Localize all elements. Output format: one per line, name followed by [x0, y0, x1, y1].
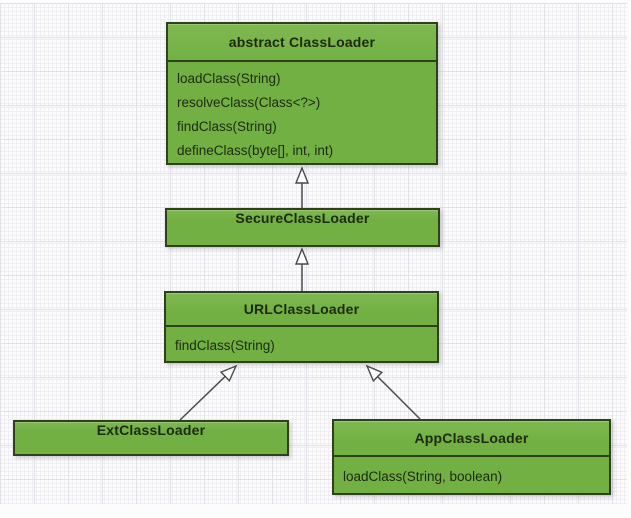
- class-methods-compartment: loadClass(String, boolean): [334, 455, 609, 493]
- class-name: ExtClassLoader: [96, 422, 206, 438]
- class-methods-compartment: loadClass(String) resolveClass(Class<?>)…: [168, 60, 436, 165]
- class-box-url-classloader: URLClassLoader findClass(String): [164, 291, 439, 363]
- class-name: URLClassLoader: [243, 301, 360, 317]
- method-label: defineClass(byte[], int, int): [177, 143, 334, 158]
- class-box-ext-classloader: ExtClassLoader: [13, 420, 289, 456]
- method-label: resolveClass(Class<?>): [177, 95, 321, 110]
- class-name: SecureClassLoader: [235, 210, 370, 226]
- method-label: loadClass(String): [177, 71, 281, 86]
- class-box-secure-classloader: SecureClassLoader: [165, 208, 440, 247]
- generalization-arrow-ext-to-url: [179, 366, 236, 421]
- method-label: loadClass(String, boolean): [343, 468, 503, 484]
- class-name: AppClassLoader: [414, 430, 529, 446]
- class-box-app-classloader: AppClassLoader loadClass(String, boolean…: [332, 419, 611, 495]
- generalization-arrow-app-to-url: [367, 366, 421, 420]
- class-box-abstract-classloader: abstract ClassLoader loadClass(String) r…: [166, 22, 438, 165]
- method-label: findClass(String): [177, 119, 277, 134]
- class-name: abstract ClassLoader: [228, 34, 376, 50]
- class-methods-compartment: findClass(String): [166, 325, 437, 361]
- method-label: findClass(String): [175, 337, 275, 353]
